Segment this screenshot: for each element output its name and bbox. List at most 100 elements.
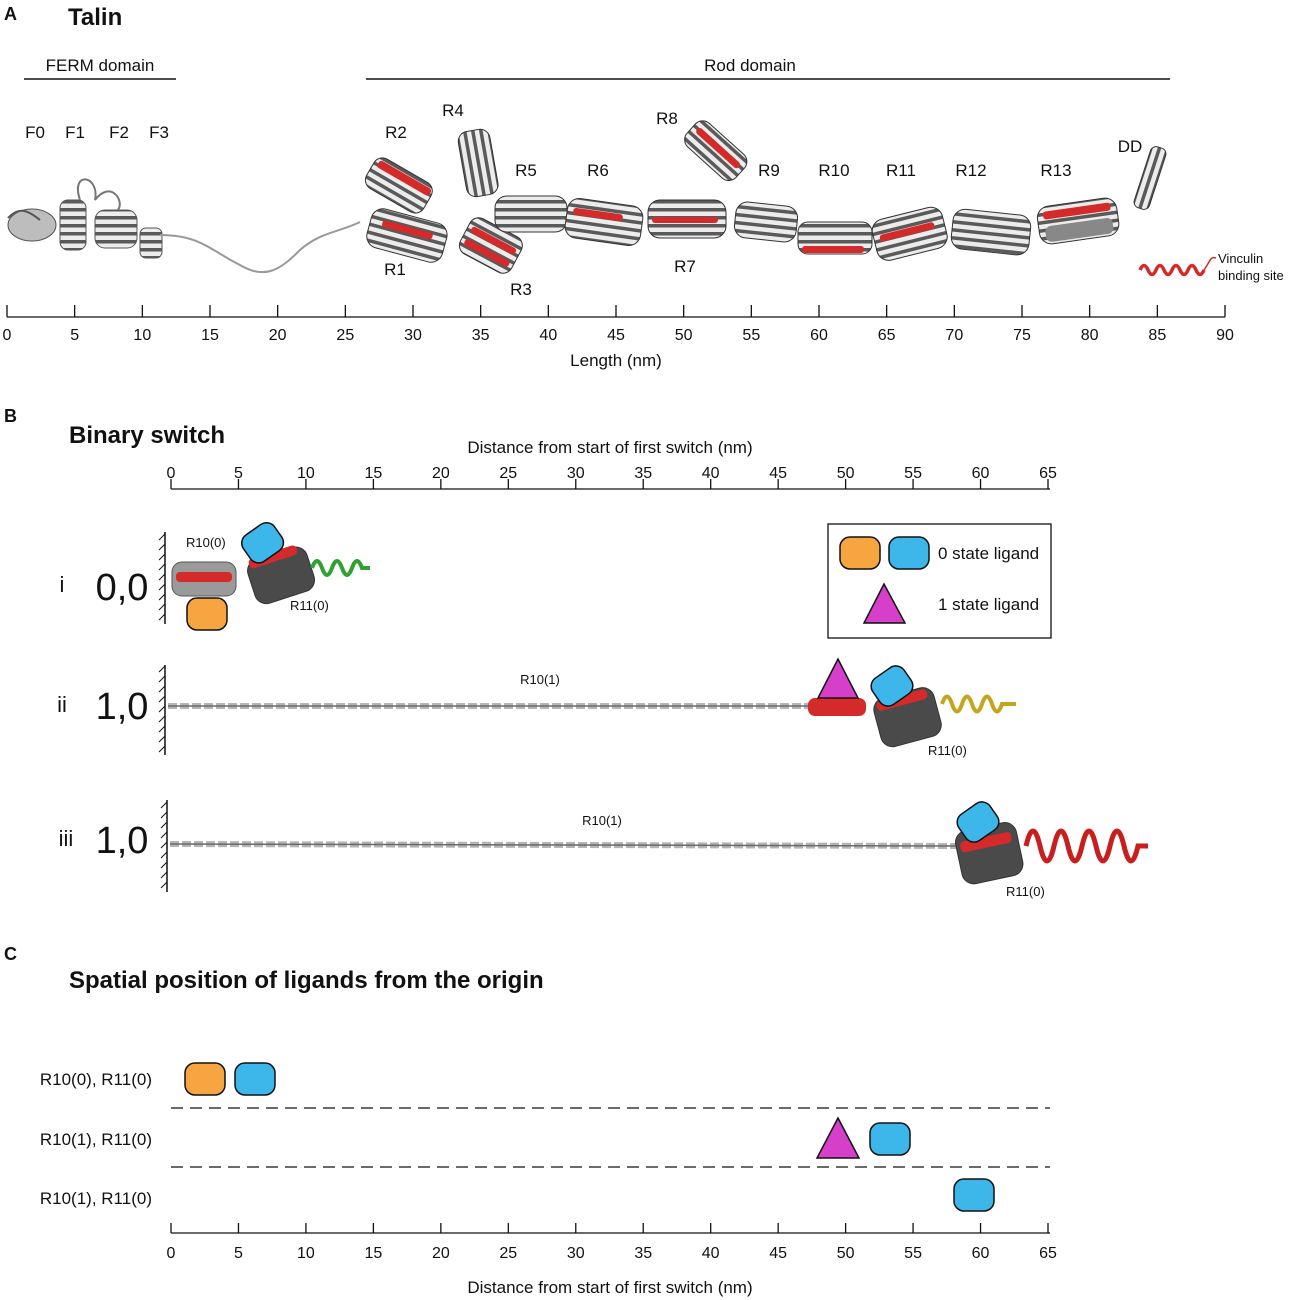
row-iii-state: 1,0 [96,820,149,862]
row-i-spring-icon [310,559,370,577]
panel-b-tick-label: 40 [702,465,720,482]
panel-b-tick-label: 10 [297,465,315,482]
rod-label-r2: R2 [385,123,407,142]
c-row-3-label: R10(1), R11(0) [40,1189,152,1208]
panel-c-tick-label: 35 [634,1245,652,1262]
panel-c-tick-label: 40 [702,1245,720,1262]
ferm-rod-linker [159,221,361,274]
panel-a: A Talin FERM domain Rod domain F0 F1 F2 … [3,4,1284,370]
panel-b-tick-label: 45 [769,465,787,482]
panel-a-tick-label: 55 [742,327,760,344]
c-row-1-label: R10(0), R11(0) [40,1070,152,1089]
panel-c-tick-label: 0 [167,1245,176,1262]
panel-a-tick-label: 65 [878,327,896,344]
panel-b-tick-label: 20 [432,465,450,482]
row-ii-blue-ligand-icon [870,665,914,707]
vbs-legend-line2: binding site [1218,268,1284,283]
panel-c-tick-label: 10 [297,1245,315,1262]
panel-c-tick-label: 20 [432,1245,450,1262]
row-ii-label-r10: R10(1) [520,672,560,687]
c-row-3-blue-ligand-icon [953,1178,995,1212]
row-iii-r11-vbs [960,832,1012,853]
ferm-domain-label: FERM domain [46,56,155,75]
panel-b-tick-label: 55 [904,465,922,482]
panel-c-tick-label: 60 [972,1245,990,1262]
rod-label-dd: DD [1118,137,1143,156]
legend-zero-state-label: 0 state ligand [938,544,1039,563]
rod-label-r9: R9 [758,161,780,180]
rod-label-r7: R7 [674,257,696,276]
panel-c-tick-label: 5 [234,1245,243,1262]
panel-c-tick-label: 65 [1039,1245,1057,1262]
panel-b-title: Binary switch [69,422,225,449]
panel-a-tick-label: 70 [945,327,963,344]
panel-c-title: Spatial position of ligands from the ori… [69,967,544,994]
row-iii-blue-ligand-icon [956,801,1000,843]
panel-a-tick-label: 20 [269,327,287,344]
panel-a-tick-label: 30 [404,327,422,344]
panel-a-tick-label: 50 [675,327,693,344]
legend-triangle-ligand-icon [862,582,907,624]
panel-a-tick-label: 25 [336,327,354,344]
panel-a-tick-label: 5 [70,327,79,344]
row-ii-label-r11: R11(0) [928,743,967,758]
panel-b-tick-label: 65 [1039,465,1057,482]
rod-label-r8: R8 [656,109,678,128]
panel-b: B Binary switch Distance from start of f… [4,406,1148,899]
switch-row-ii: ii 1,0 R10(1) [57,657,1016,758]
vbs-legend-helix-icon [1138,263,1206,277]
panel-a-tick-label: 35 [472,327,490,344]
rod-domain-label: Rod domain [704,56,796,75]
row-iii-spring-icon [1023,828,1148,864]
legend-orange-ligand-icon [839,536,881,570]
row-i-roman: i [60,572,65,597]
row-i-orange-ligand-icon [186,597,228,631]
row-ii-wall-hatch [158,665,166,753]
row-ii-state: 1,0 [96,686,149,728]
rod-label-r5: R5 [515,161,537,180]
rod-label-r13: R13 [1040,161,1071,180]
switch-row-iii: iii 1,0 R10(1) R11(0) [59,800,1148,899]
row-ii-triangle-ligand-icon [816,657,860,699]
panel-a-letter: A [4,4,17,24]
panel-a-tick-label: 80 [1081,327,1099,344]
legend-blue-ligand-icon [888,536,930,570]
panel-c-tick-label: 55 [904,1245,922,1262]
rod-label-r12: R12 [955,161,986,180]
panel-b-tick-label: 25 [499,465,517,482]
c-row-2-triangle-ligand-icon [815,1116,861,1159]
row-iii-wall-hatch [160,801,168,889]
vbs-legend-line1: Vinculin [1218,251,1263,266]
ferm-label-f0: F0 [25,123,45,142]
panel-a-tick-label: 0 [3,327,12,344]
row-ii-exposed-vbs [808,698,866,716]
c-row-2-label: R10(1), R11(0) [40,1130,152,1149]
panel-a-tick-label: 45 [607,327,625,344]
panel-a-tick-label: 85 [1148,327,1166,344]
rod-bundles [364,120,1167,274]
row-i-label-r11: R11(0) [290,598,329,613]
panel-a-tick-label: 15 [201,327,219,344]
row-iii-label-r11: R11(0) [1006,884,1045,899]
panel-b-legend: 0 state ligand 1 state ligand [827,523,1052,639]
panel-c-tick-label: 30 [567,1245,585,1262]
row-iii-roman: iii [59,826,74,851]
c-row-1-blue-ligand-icon [234,1062,276,1096]
panel-a-tick-label: 75 [1013,327,1031,344]
c-row-2-blue-ligand-icon [869,1122,911,1156]
panel-a-title: Talin [68,4,122,31]
panel-c-tick-label: 45 [769,1245,787,1262]
panel-a-tick-label: 40 [539,327,557,344]
row-i-blue-ligand-icon [241,521,285,564]
panel-b-tick-label: 60 [972,465,990,482]
rod-label-r6: R6 [587,161,609,180]
panel-b-letter: B [4,406,17,426]
rod-label-r4: R4 [442,101,464,120]
row-i-wall-hatch [158,533,166,621]
panel-c-axis-label: Distance from start of first switch (nm) [467,1278,752,1297]
panel-c-tick-label: 50 [837,1245,855,1262]
row-iii-label-r10: R10(1) [582,813,622,828]
rod-label-r3: R3 [510,280,532,299]
c-row-1-orange-ligand-icon [184,1062,226,1096]
